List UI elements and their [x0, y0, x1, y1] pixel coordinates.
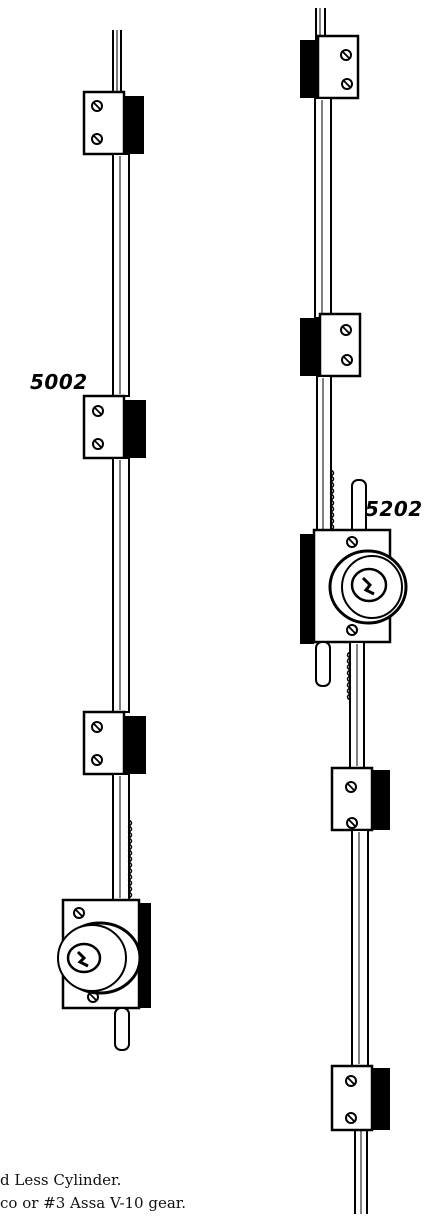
screw-icon — [73, 907, 85, 919]
screw-icon — [92, 405, 104, 417]
screw-icon — [91, 721, 103, 733]
screw-icon — [341, 354, 353, 366]
cylinder-lock-5202 — [300, 528, 408, 644]
screw-icon — [345, 781, 357, 793]
screw-icon — [91, 754, 103, 766]
screw-icon — [345, 1075, 357, 1087]
guide-bracket-1 — [82, 90, 144, 156]
key-cylinder-icon — [66, 942, 102, 974]
model-number-5202: 5202 — [365, 497, 423, 521]
rod-lock-5202-illustration — [300, 8, 408, 1214]
guide-bracket-c — [330, 766, 390, 832]
guide-bracket-3 — [82, 710, 146, 776]
screw-icon — [346, 624, 358, 636]
key-cylinder-icon — [350, 567, 388, 603]
guide-bracket-d — [330, 1064, 390, 1132]
screw-icon — [346, 536, 358, 548]
cylinder-lock-5002 — [57, 898, 151, 1010]
model-number-5002: 5002 — [30, 370, 88, 394]
screw-icon — [91, 133, 103, 145]
caption-line-2: co or #3 Assa V-10 gear. — [0, 1194, 187, 1212]
guide-bracket-a — [300, 34, 360, 100]
screw-icon — [340, 324, 352, 336]
rod-lock-5002-illustration — [57, 30, 151, 1051]
screw-icon — [340, 49, 352, 61]
guide-bracket-b — [300, 312, 362, 378]
screw-icon — [91, 100, 103, 112]
screw-icon — [346, 817, 358, 829]
caption-line-1: d Less Cylinder. — [0, 1171, 122, 1189]
screw-icon — [345, 1112, 357, 1124]
screw-icon — [341, 78, 353, 90]
guide-bracket-2 — [82, 394, 146, 460]
screw-icon — [92, 438, 104, 450]
